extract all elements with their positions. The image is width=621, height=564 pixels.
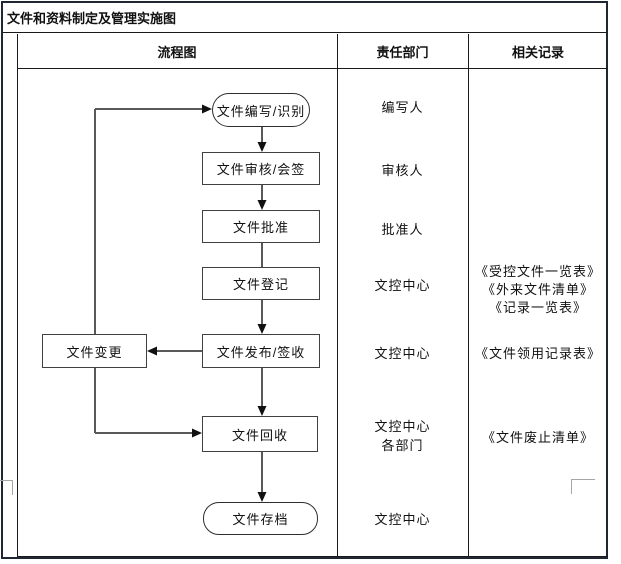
- record-label-register-line1: 《受控文件一览表》: [474, 264, 601, 279]
- dept-label-recall: 文控中心 各部门: [337, 417, 468, 455]
- flow-node-approve: 文件批准: [202, 210, 320, 243]
- page-title: 文件和资料制定及管理实施图: [3, 3, 607, 33]
- dept-label-recall-line2: 各部门: [381, 438, 424, 453]
- header-row-border: [17, 68, 608, 69]
- flow-node-recall: 文件回收: [202, 416, 318, 452]
- column-divider-dept-records: [468, 34, 469, 556]
- dept-label-recall-line1: 文控中心: [374, 419, 431, 434]
- column-header-records: 相关记录: [511, 44, 564, 60]
- record-label-register: 《受控文件一览表》 《外来文件清单》 《记录一览表》: [468, 263, 608, 317]
- column-header-flowchart: 流程图: [157, 44, 197, 60]
- column-header-department: 责任部门: [376, 44, 429, 60]
- table-left-border: [17, 34, 18, 556]
- flow-node-change: 文件变更: [42, 334, 147, 368]
- dept-label-register: 文控中心: [374, 278, 431, 293]
- dept-label-archive: 文控中心: [374, 512, 431, 527]
- crop-mark-left-vertical: [12, 480, 13, 495]
- dept-label-review: 审核人: [381, 163, 424, 178]
- dept-label-write: 编写人: [381, 100, 424, 115]
- crop-mark-right-vertical: [571, 479, 572, 494]
- record-label-release: 《文件领用记录表》: [474, 346, 601, 361]
- flow-node-review: 文件审核/会签: [202, 152, 320, 185]
- record-label-register-line3: 《记录一览表》: [488, 300, 587, 315]
- flow-node-write: 文件编写/识别: [212, 93, 310, 127]
- flow-node-release: 文件发布/签收: [202, 334, 320, 368]
- crop-mark-right-horizontal: [571, 479, 595, 480]
- flow-node-archive: 文件存档: [203, 502, 318, 535]
- table-bottom-border: [17, 556, 608, 557]
- record-label-register-line2: 《外来文件清单》: [481, 282, 594, 297]
- column-divider-flow-dept: [337, 34, 338, 556]
- record-label-recall: 《文件废止清单》: [481, 430, 594, 445]
- dept-label-release: 文控中心: [374, 346, 431, 361]
- flow-node-register: 文件登记: [202, 267, 320, 300]
- dept-label-approve: 批准人: [381, 222, 424, 237]
- crop-mark-left-horizontal: [0, 480, 13, 481]
